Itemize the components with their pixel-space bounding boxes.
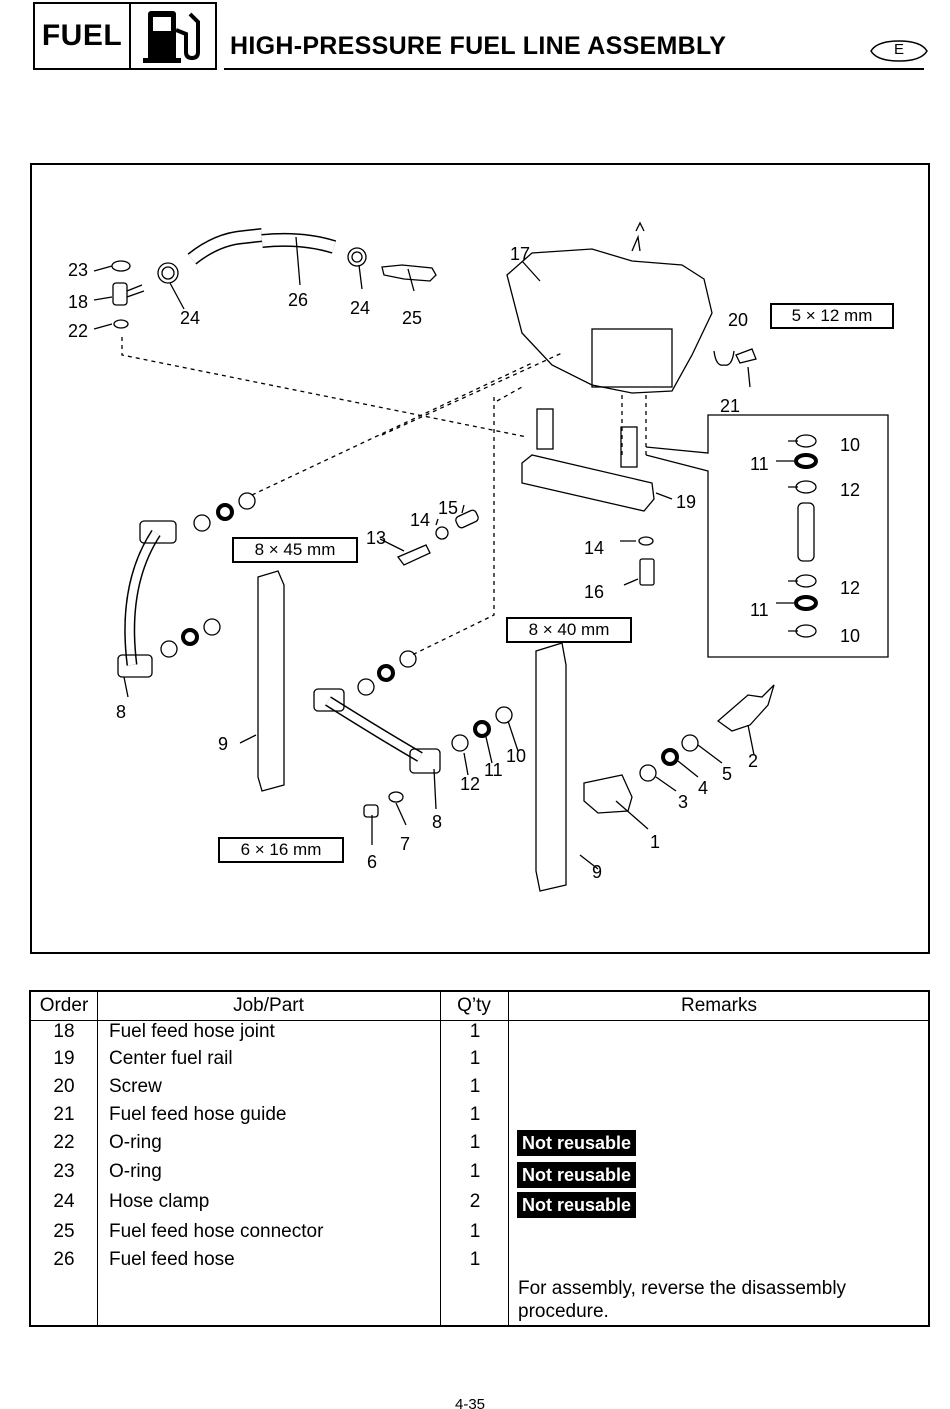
row-order: 26 — [53, 1249, 75, 1270]
row-qty: 1 — [469, 1048, 481, 1069]
row-qty: 1 — [469, 1104, 481, 1125]
callout-24: 24 — [350, 298, 371, 318]
exploded-view-drawing — [93, 221, 889, 892]
callout-5: 5 — [722, 764, 733, 784]
row-qty: 1 — [469, 1161, 481, 1182]
fuel-pump-icon — [131, 4, 215, 68]
table-row: 25 Fuel feed hose connector 1 — [31, 1218, 928, 1246]
callout-11: 11 — [484, 760, 503, 780]
parts-table: Order Job/Part Q’ty Remarks 18 Fuel feed… — [29, 990, 930, 1327]
callout-7: 7 — [400, 834, 411, 854]
row-qty: 1 — [469, 1221, 481, 1242]
callout-13: 13 — [366, 528, 387, 548]
not-reusable-badge: Not reusable — [517, 1162, 637, 1188]
callout-10: 10 — [506, 746, 527, 766]
callout-20: 20 — [728, 310, 749, 330]
size-label-6x16: 6 × 16 mm — [218, 837, 344, 863]
callout-19: 19 — [676, 492, 697, 512]
column-header-qty: Q’ty — [457, 995, 491, 1016]
callout-25: 25 — [402, 308, 423, 328]
row-qty: 1 — [469, 1076, 481, 1097]
row-order: 18 — [53, 1021, 75, 1042]
row-order: 22 — [53, 1132, 75, 1153]
row-part: Screw — [109, 1076, 162, 1097]
column-divider — [508, 992, 509, 1325]
section-tab: FUEL — [33, 2, 217, 70]
size-label-5x12: 5 × 12 mm — [770, 303, 894, 329]
callout-3: 3 — [678, 792, 689, 812]
table-row: 22 O-ring 1 Not reusable — [31, 1129, 928, 1157]
table-row: 24 Hose clamp 2 Not reusable — [31, 1188, 928, 1218]
callout-16: 16 — [584, 582, 605, 602]
exploded-view-diagram: 23 18 22 24 26 24 25 17 20 21 10 11 12 1… — [30, 163, 930, 954]
row-order: 20 — [53, 1076, 75, 1097]
callout-22: 22 — [68, 321, 89, 341]
callout-9: 9 — [592, 862, 603, 882]
column-header-order: Order — [39, 995, 89, 1016]
callout-11: 11 — [750, 600, 769, 620]
callout-1: 1 — [650, 832, 661, 852]
row-qty: 1 — [469, 1249, 481, 1270]
not-reusable-badge: Not reusable — [517, 1130, 637, 1156]
callout-9: 9 — [218, 734, 229, 754]
callout-8: 8 — [432, 812, 443, 832]
column-divider — [440, 992, 441, 1325]
callout-21: 21 — [720, 396, 741, 416]
callout-8: 8 — [116, 702, 127, 722]
page-number: 4-35 — [455, 1396, 486, 1409]
header-divider — [31, 1020, 928, 1021]
callout-2: 2 — [748, 751, 759, 771]
table-row: 18 Fuel feed hose joint 1 — [31, 1018, 928, 1046]
assembly-note: For assembly, reverse the disassembly pr… — [518, 1278, 847, 1322]
row-qty: 1 — [469, 1132, 481, 1153]
language-badge: E — [869, 39, 929, 63]
callout-23: 23 — [68, 260, 89, 280]
row-part: Hose clamp — [109, 1191, 210, 1212]
row-part: Fuel feed hose — [109, 1249, 235, 1270]
table-row: 19 Center fuel rail 1 — [31, 1045, 928, 1073]
callout-14: 14 — [584, 538, 605, 558]
table-row: 26 Fuel feed hose 1 — [31, 1246, 928, 1274]
column-header-part: Job/Part — [233, 995, 304, 1016]
callout-6: 6 — [367, 852, 378, 872]
row-part: Fuel feed hose joint — [109, 1021, 275, 1042]
row-part: Center fuel rail — [109, 1048, 233, 1069]
not-reusable-badge: Not reusable — [517, 1192, 637, 1218]
row-order: 24 — [53, 1191, 75, 1212]
callout-12: 12 — [460, 774, 481, 794]
callout-4: 4 — [698, 778, 709, 798]
callout-15: 15 — [438, 498, 459, 518]
size-label-8x40: 8 × 40 mm — [506, 617, 632, 643]
callout-11: 11 — [750, 454, 769, 474]
row-order: 25 — [53, 1221, 75, 1242]
row-qty: 1 — [469, 1021, 481, 1042]
row-part: O-ring — [109, 1161, 162, 1182]
size-label-8x45: 8 × 45 mm — [232, 537, 358, 563]
column-header-remarks: Remarks — [680, 995, 757, 1016]
row-order: 23 — [53, 1161, 75, 1182]
callout-26: 26 — [288, 290, 309, 310]
table-row: 20 Screw 1 — [31, 1073, 928, 1101]
row-part: O-ring — [109, 1132, 162, 1153]
callout-24: 24 — [180, 308, 201, 328]
page-title: HIGH-PRESSURE FUEL LINE ASSEMBLY — [230, 32, 727, 60]
callout-10: 10 — [840, 626, 861, 646]
callout-12: 12 — [840, 578, 861, 598]
callout-14: 14 — [410, 510, 431, 530]
language-letter: E — [893, 41, 904, 58]
column-divider — [97, 992, 98, 1325]
row-order: 19 — [53, 1048, 75, 1069]
callout-12: 12 — [840, 480, 861, 500]
row-part: Fuel feed hose connector — [109, 1221, 324, 1242]
table-row: 23 O-ring 1 Not reusable — [31, 1158, 928, 1188]
table-row: 21 Fuel feed hose guide 1 — [31, 1101, 928, 1129]
callout-17: 17 — [510, 244, 531, 264]
row-part: Fuel feed hose guide — [109, 1104, 287, 1125]
callout-10: 10 — [840, 435, 861, 455]
title-underline — [224, 68, 924, 70]
row-qty: 2 — [469, 1191, 481, 1212]
row-order: 21 — [53, 1104, 75, 1125]
section-label: FUEL — [35, 4, 131, 68]
callout-18: 18 — [68, 292, 89, 312]
